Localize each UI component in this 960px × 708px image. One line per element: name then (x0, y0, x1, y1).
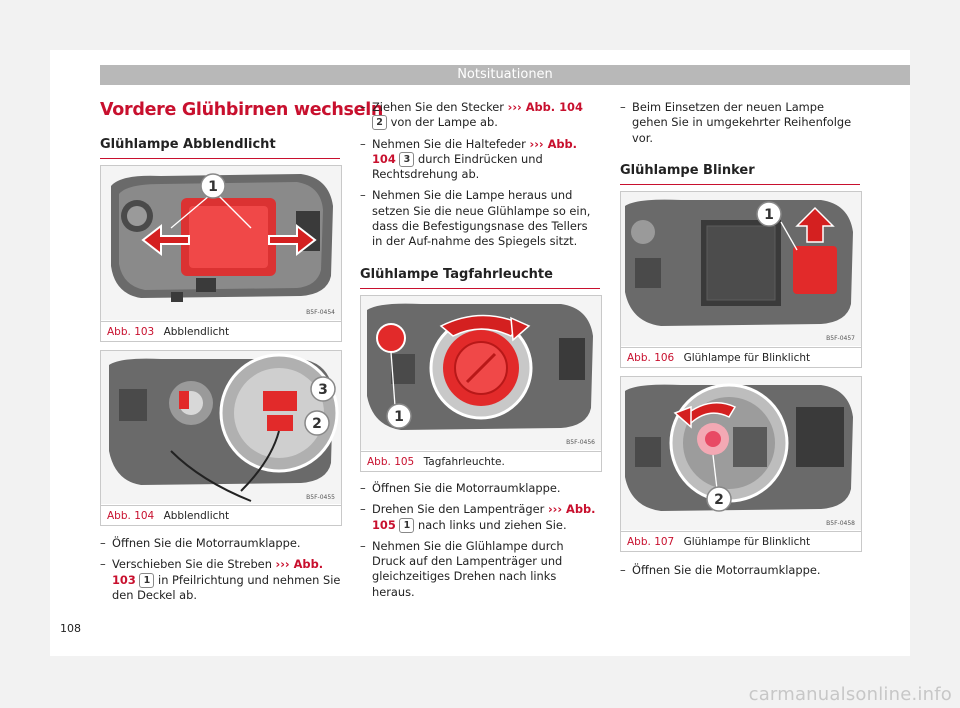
item-badge: 1 (399, 517, 415, 533)
steps-right-bottom: – Öffnen Sie die Motorraumklappe. (620, 563, 860, 584)
watermark: carmanualsonline.info (748, 684, 952, 705)
figure-107: 2 B5F-0458 Abb. 107 Glühlampe für Blinkl… (620, 376, 862, 552)
steps-middle-bottom: – Öffnen Sie die Motorraumklappe. – Dreh… (360, 481, 600, 606)
cross-reference-link[interactable]: ››› Abb. 103 (112, 557, 324, 587)
figure-caption: Abb. 103 Abblendlicht (101, 321, 341, 341)
figure-caption: Abb. 105 Tagfahrleuchte. (361, 451, 601, 471)
step-item: – Öffnen Sie die Motorraumklappe. (100, 536, 301, 550)
step-item: – Ziehen Sie den Stecker ››› Abb. 104 2 … (360, 100, 583, 131)
image-code: B5F-0454 (306, 309, 335, 316)
steps-middle-top: – Ziehen Sie den Stecker ››› Abb. 104 2 … (360, 100, 600, 256)
figure-104: 3 2 B5F-0455 Abb. 104 Abblendlicht (100, 350, 342, 526)
item-badge: 1 (139, 572, 155, 588)
image-code: B5F-0458 (826, 520, 855, 527)
figure-105: 1 B5F-0456 Abb. 105 Tagfahrleuchte. (360, 295, 602, 472)
item-badge: 2 (372, 115, 387, 131)
headlight-illustration-105: 1 B5F-0456 (361, 296, 601, 450)
cross-reference-link[interactable]: ››› Abb. 104 (507, 100, 583, 114)
callout-1: 1 (208, 179, 218, 195)
cross-reference-link[interactable]: ››› Abb. 104 (372, 136, 578, 166)
manual-page: Notsituationen Vordere Glühbirnen wechse… (50, 50, 910, 656)
figure-106: 1 B5F-0457 Abb. 106 Glühlampe für Blinkl… (620, 191, 862, 368)
image-code: B5F-0455 (306, 494, 335, 501)
headlight-illustration-103: 1 B5F-0454 (101, 166, 341, 320)
callout-3: 3 (318, 382, 328, 398)
headlight-illustration-104: 3 2 B5F-0455 (101, 351, 341, 504)
figure-caption: Abb. 104 Abblendlicht (101, 505, 341, 525)
callout-1: 1 (764, 207, 774, 223)
step-item: – Drehen Sie den Lampenträger ››› Abb. 1… (360, 502, 596, 533)
step-item: – Nehmen Sie die Glühlampe durch Druck a… (360, 538, 564, 599)
figure-number: Abb. 106 (627, 352, 675, 364)
cross-reference-link[interactable]: ››› Abb. 105 (372, 502, 596, 532)
figure-caption-text: Abblendlicht (163, 326, 230, 338)
step-item: – Nehmen Sie die Lampe heraus und setzen… (360, 188, 591, 249)
figure-caption-text: Tagfahrleuchte. (423, 456, 505, 468)
page-number: 108 (60, 622, 81, 635)
subhead-tagfahrleuchte: Glühlampe Tagfahrleuchte (360, 267, 600, 289)
callout-2: 2 (714, 492, 724, 508)
step-item: – Verschieben Sie die Streben ››› Abb. 1… (100, 557, 341, 602)
headlight-illustration-107: 2 B5F-0458 (621, 377, 861, 530)
step-item: – Öffnen Sie die Motorraumklappe. (360, 481, 561, 495)
section-header: Notsituationen (100, 65, 910, 85)
steps-left: – Öffnen Sie die Motorraumklappe. – Vers… (100, 536, 342, 609)
subhead-blinker: Glühlampe Blinker (620, 163, 860, 185)
figure-number: Abb. 104 (107, 510, 155, 522)
figure-number: Abb. 107 (627, 536, 675, 548)
page-title: Vordere Glühbirnen wechseln (100, 100, 384, 120)
subhead-abblendlicht: Glühlampe Abblendlicht (100, 137, 340, 159)
headlight-illustration-106: 1 B5F-0457 (621, 192, 861, 346)
figure-caption: Abb. 106 Glühlampe für Blinklicht (621, 347, 861, 367)
figure-caption-text: Glühlampe für Blinklicht (683, 536, 811, 548)
image-code: B5F-0456 (566, 439, 595, 446)
callout-2: 2 (312, 416, 322, 432)
figure-number: Abb. 103 (107, 326, 155, 338)
figure-number: Abb. 105 (367, 456, 415, 468)
figure-caption-text: Glühlampe für Blinklicht (683, 352, 811, 364)
callout-1: 1 (394, 409, 404, 425)
item-badge: 3 (399, 151, 415, 167)
image-code: B5F-0457 (826, 335, 855, 342)
steps-right-top: – Beim Einsetzen der neuen Lampe gehen S… (620, 100, 860, 152)
step-item: – Nehmen Sie die Haltefeder ››› Abb. 104… (360, 136, 578, 182)
step-item: – Öffnen Sie die Motorraumklappe. (620, 563, 821, 577)
step-item: – Beim Einsetzen der neuen Lampe gehen S… (620, 100, 852, 145)
figure-caption: Abb. 107 Glühlampe für Blinklicht (621, 531, 861, 551)
figure-103: 1 B5F-0454 Abb. 103 Abblendlicht (100, 165, 342, 342)
figure-caption-text: Abblendlicht (163, 510, 230, 522)
